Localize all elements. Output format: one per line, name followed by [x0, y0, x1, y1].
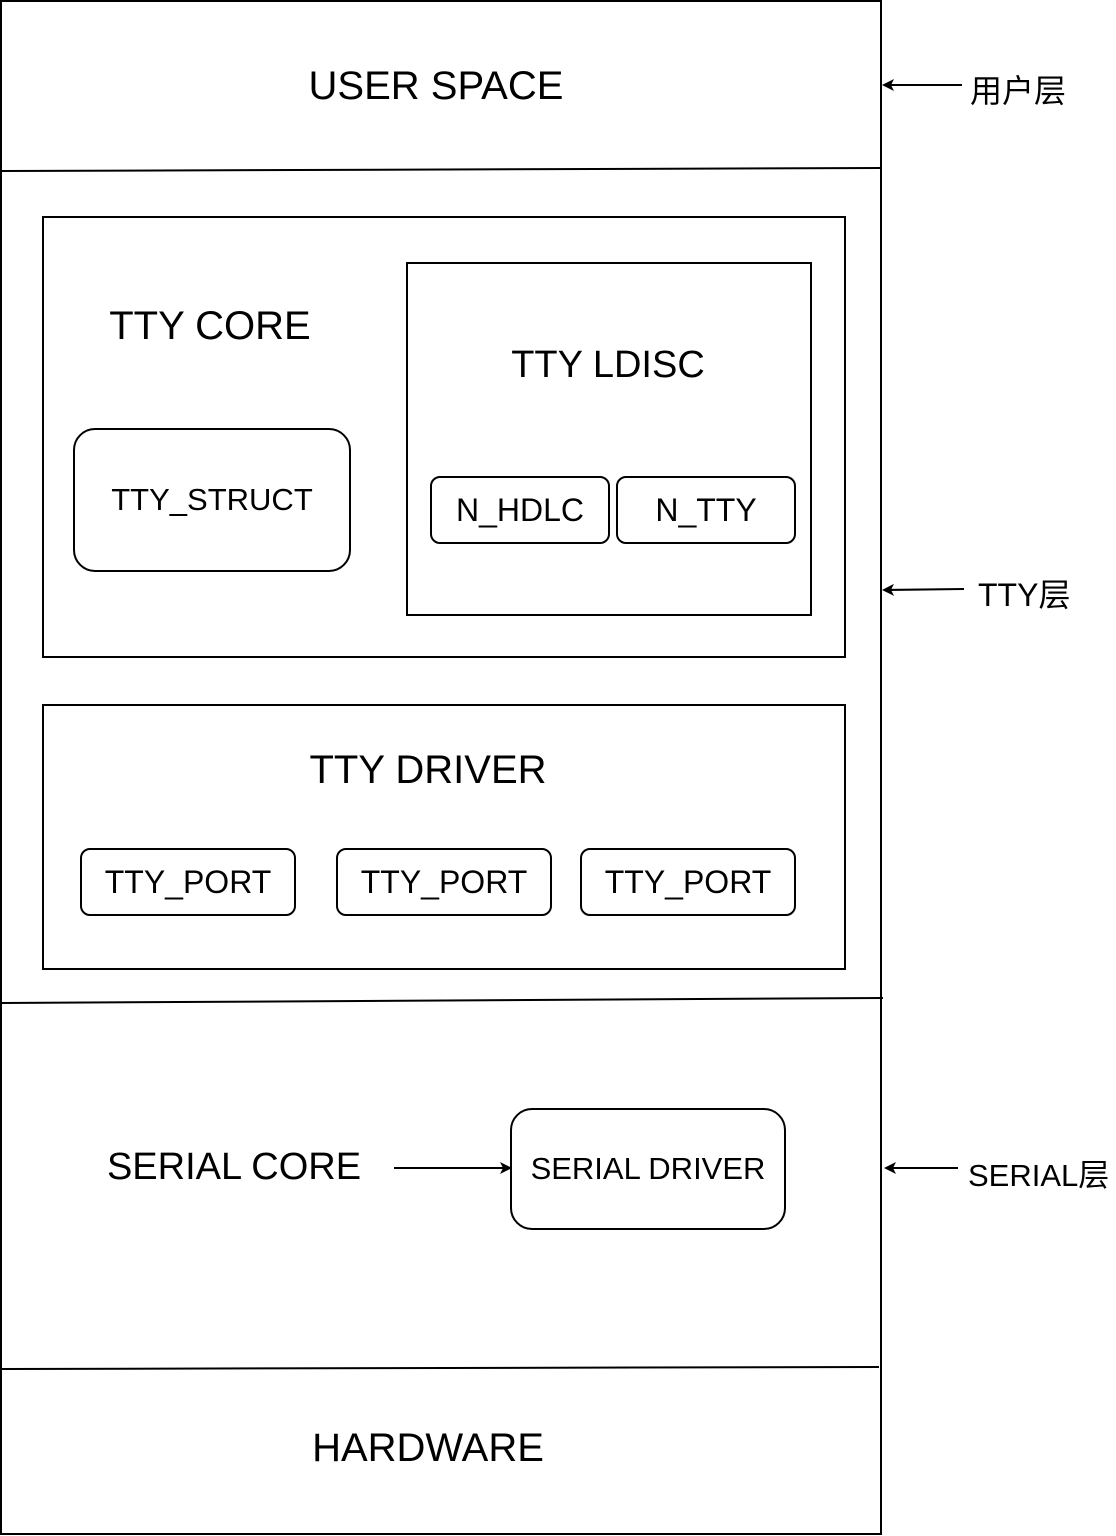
outer-frame	[0, 0, 882, 1535]
tty-ldisc-box	[406, 262, 812, 616]
user-layer-side-label: 用户层	[970, 73, 1067, 109]
tty-core-title: TTY CORE	[109, 303, 311, 348]
serial-driver-box: SERIAL DRIVER	[510, 1108, 786, 1230]
tty-driver-title: TTY DRIVER	[309, 747, 547, 792]
n-hdlc-box: N_HDLC	[430, 476, 610, 544]
tty-struct-box: TTY_STRUCT	[73, 428, 351, 572]
hardware-label: HARDWARE	[312, 1425, 544, 1470]
tty-port-box: TTY_PORT	[80, 848, 296, 916]
tty-driver-box	[42, 704, 846, 970]
tty-port-box: TTY_PORT	[580, 848, 796, 916]
serial-core-label: SERIAL CORE	[106, 1145, 362, 1188]
n-tty-box: N_TTY	[616, 476, 796, 544]
tty-layer-side-label: TTY层	[978, 577, 1071, 613]
user-space-label: USER SPACE	[308, 63, 564, 108]
tty-ldisc-title: TTY LDISC	[511, 343, 705, 386]
divider-serial-hardware	[1, 1366, 880, 1370]
serial-layer-side-label: SERIAL层	[968, 1158, 1110, 1193]
arrow-tty-layer	[882, 583, 965, 596]
divider-tty-serial	[1, 997, 884, 1004]
tty-port-box: TTY_PORT	[336, 848, 552, 916]
divider-user-tty	[1, 167, 882, 172]
